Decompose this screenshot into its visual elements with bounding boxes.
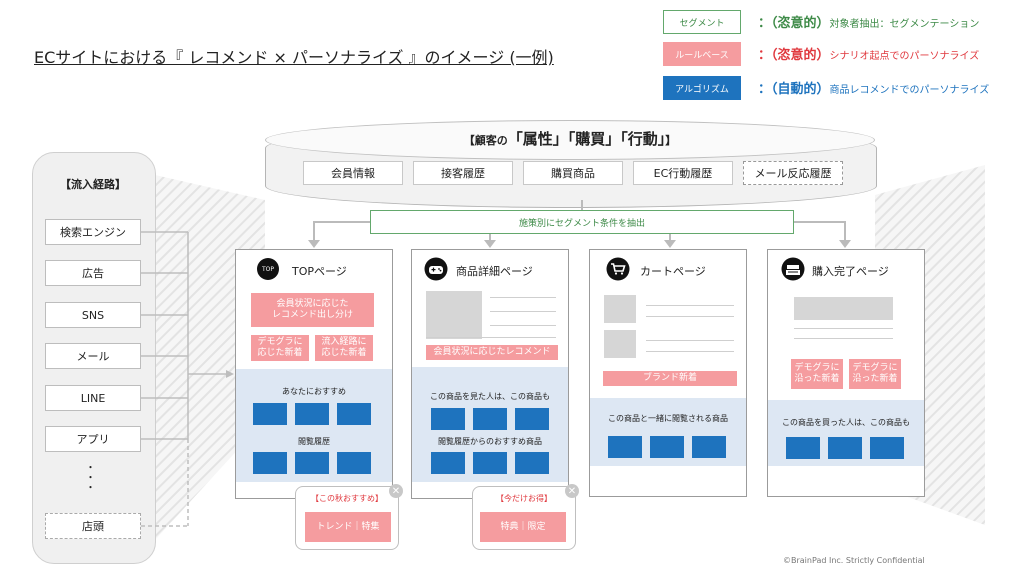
detail-algo-history-label: 閲覧履歴からのおすすめ商品 [438, 437, 542, 446]
attr-service-history[interactable]: 接客履歴 [413, 161, 513, 185]
complete-algo-item[interactable] [870, 437, 904, 459]
complete-algo-item[interactable] [828, 437, 862, 459]
source-sns[interactable]: SNS [45, 302, 141, 328]
legend-algo-desc: 商品レコメンドでのパーソナライズ [829, 85, 990, 96]
cart-text-line [646, 316, 734, 317]
attr-mail-response[interactable]: メール反応履歴 [743, 161, 843, 185]
segment-condition-bar: 施策別にセグメント条件を抽出 [370, 210, 794, 234]
top-algo-history-label: 閲覧履歴 [298, 437, 330, 446]
popup-deal-close-icon[interactable]: ✕ [565, 484, 579, 498]
legend-algo-box: アルゴリズム [663, 76, 741, 100]
source-store[interactable]: 店頭 [45, 513, 141, 539]
legend-segment-desc: 対象者抽出：セグメンテーション [829, 19, 980, 30]
complete-text-line [794, 328, 893, 329]
detail-also-viewed-item[interactable] [515, 408, 549, 430]
customer-heading-suffix: 】 [665, 134, 677, 147]
customer-heading-attrs: 「属性」「購買」「行動」 [507, 130, 666, 148]
detail-page-title: 商品詳細ページ [456, 265, 533, 278]
cart-algo-item[interactable] [692, 436, 726, 458]
detail-text-line [426, 337, 556, 338]
detail-rule-member: 会員状況に応じたレコメンド [426, 345, 558, 360]
customer-data-cylinder-top [265, 120, 875, 160]
complete-algo-item[interactable] [786, 437, 820, 459]
customer-heading-prefix: 【顧客の [463, 134, 508, 147]
attr-member-info[interactable]: 会員情報 [303, 161, 403, 185]
attr-ec-behavior[interactable]: EC行動履歴 [633, 161, 733, 185]
source-mail[interactable]: メール [45, 343, 141, 369]
source-search-engine[interactable]: 検索エンジン [45, 219, 141, 245]
source-panel-header: 【流入経路】 [60, 178, 126, 191]
legend-segment-prefix: ：（恣意的） [758, 16, 830, 31]
complete-rule-demographic-2: デモグラに 沿った新着 [849, 359, 901, 389]
complete-page-title: 購入完了ページ [812, 265, 889, 278]
cart-text-line [646, 351, 734, 352]
legend-algo-text: ：（自動的）商品レコメンドでのパーソナライズ [758, 78, 989, 97]
legend-rule-box: ルールベース [663, 42, 741, 66]
source-ads[interactable]: 広告 [45, 260, 141, 286]
popup-autumn-heading: 【この秋おすすめ】 [311, 494, 383, 503]
cart-rule-brand: ブランド新着 [603, 371, 737, 386]
popup-autumn-body[interactable]: トレンド｜特集 [305, 512, 391, 542]
source-line[interactable]: LINE [45, 385, 141, 411]
cart-text-line [646, 305, 734, 306]
legend-rule-text: ：（恣意的）シナリオ起点でのパーソナライズ [758, 44, 979, 63]
top-recommend-item[interactable] [253, 403, 287, 425]
complete-rule-demographic-1: デモグラに 沿った新着 [791, 359, 843, 389]
cart-algo-item[interactable] [650, 436, 684, 458]
complete-banner-image [794, 297, 893, 320]
legend-rule-prefix: ：（恣意的） [758, 48, 830, 63]
source-ellipsis: ・・・ [83, 462, 94, 492]
detail-history-item[interactable] [473, 452, 507, 474]
complete-algo-label: この商品を買った人は、この商品も [782, 418, 910, 427]
detail-also-viewed-item[interactable] [473, 408, 507, 430]
footer-copyright: ©BrainPad Inc. Strictly Confidential [783, 556, 925, 565]
top-algo-recommend-label: あなたにおすすめ [282, 387, 346, 396]
popup-deal-heading: 【今だけお得】 [496, 494, 552, 503]
legend-rule-desc: シナリオ起点でのパーソナライズ [829, 51, 980, 62]
detail-product-image [426, 291, 482, 339]
top-rule-source: 流入経路に 応じた新着 [315, 335, 373, 361]
complete-text-line [794, 338, 893, 339]
top-history-item[interactable] [295, 452, 329, 474]
detail-algo-also-viewed-label: この商品を見た人は、この商品も [430, 392, 550, 401]
cart-icon [606, 257, 630, 281]
top-rule-demographic: デモグラに 応じた新着 [251, 335, 309, 361]
attr-purchased-items[interactable]: 購買商品 [523, 161, 623, 185]
cart-page-title: カートページ [640, 265, 706, 278]
page-title: ECサイトにおける『 レコメンド × パーソナライズ 』のイメージ (一例) [34, 48, 554, 67]
legend-algo-prefix: ：（自動的） [758, 82, 830, 97]
popup-autumn-close-icon[interactable]: ✕ [389, 484, 403, 498]
detail-text-line [490, 297, 556, 298]
cart-algo-item[interactable] [608, 436, 642, 458]
detail-history-item[interactable] [515, 452, 549, 474]
top-page-title: TOPページ [292, 265, 347, 278]
detail-also-viewed-item[interactable] [431, 408, 465, 430]
top-rule-member: 会員状況に応じた レコメンド出し分け [251, 293, 374, 327]
detail-history-item[interactable] [431, 452, 465, 474]
top-history-item[interactable] [253, 452, 287, 474]
legend-segment-text: ：（恣意的）対象者抽出：セグメンテーション [758, 12, 979, 31]
top-recommend-item[interactable] [295, 403, 329, 425]
cart-item-image [604, 330, 636, 358]
top-recommend-item[interactable] [337, 403, 371, 425]
detail-text-line [490, 311, 556, 312]
cart-item-image [604, 295, 636, 323]
gamepad-icon [424, 257, 448, 281]
top-icon: TOP [257, 258, 279, 280]
source-app[interactable]: アプリ [45, 426, 141, 452]
customer-data-heading: 【顧客の「属性」「購買」「行動」】 [265, 128, 875, 149]
popup-deal-body[interactable]: 特典｜限定 [480, 512, 566, 542]
register-icon [781, 257, 805, 281]
cart-algo-label: この商品と一緒に閲覧される商品 [608, 414, 728, 423]
legend-segment-box: セグメント [663, 10, 741, 34]
top-history-item[interactable] [337, 452, 371, 474]
detail-text-line [490, 325, 556, 326]
cart-text-line [646, 340, 734, 341]
